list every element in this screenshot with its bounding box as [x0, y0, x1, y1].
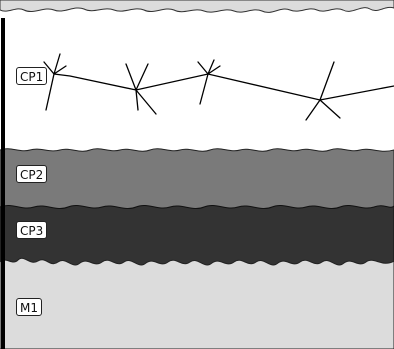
crack-network: [43, 53, 394, 121]
crack-main-line: [53, 73, 394, 101]
layer-cp3: [0, 204, 394, 273]
crack-branch-3: [197, 59, 221, 105]
top-band: [0, 0, 394, 13]
crack-branch-4: [305, 61, 341, 121]
layer-label-cp3: CP3: [16, 221, 48, 239]
layer-label-m1: M1: [16, 298, 42, 316]
layer-label-cp1: CP1: [16, 67, 48, 85]
layer-m1: [0, 257, 394, 349]
layer-cp2: [0, 148, 394, 213]
layer-label-cp2: CP2: [16, 165, 48, 183]
crack-branch-1: [43, 53, 67, 111]
crack-branch-2: [125, 63, 157, 115]
